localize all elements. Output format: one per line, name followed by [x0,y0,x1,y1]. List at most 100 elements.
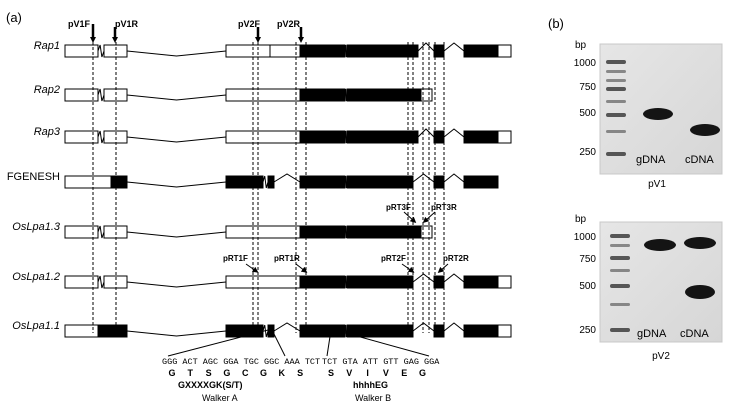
coding-exon [346,275,414,289]
gene-models [64,42,512,338]
coding-exon [433,44,445,58]
walker-b-motif: hhhhEG [353,380,388,390]
gene-model-rap3 [64,128,512,144]
ladder-250: 250 [579,147,596,158]
intron [417,128,435,138]
coding-exon [463,44,499,58]
utr-exon [497,275,512,289]
coding-exon [463,275,499,289]
gene-label-oslpa1-2: OsLpa1.2 [12,271,60,283]
utr-exon [64,44,99,58]
coding-exon [299,324,346,338]
gene-model-rap1 [64,42,512,58]
intron [126,281,227,288]
coding-exon [110,324,128,338]
gene-label-rap3: Rap3 [34,126,61,138]
top-primers: pV1F pV1R pV2F pV2R [68,19,304,43]
ladder-500: 500 [579,108,596,119]
utr-exon [64,225,99,239]
arrow-prt3f [403,211,417,224]
primer-pv1f: pV1F [68,19,91,29]
utr-exon [225,275,301,289]
coding-exon [413,44,419,58]
gel-pv2-ladder-bands [610,234,630,332]
coding-exon [346,324,414,338]
gene-labels: Rap1 Rap2 Rap3 FGENESH OsLpa1.3 OsLpa1.2… [7,40,61,332]
primer-pv2f: pV2F [238,19,261,29]
gene-label-fgenesh: FGENESH [7,171,60,183]
intron [417,42,435,52]
gel-pv2-ladder-labels: 1000 750 500 250 [574,232,597,336]
amino-acid: S [297,368,303,378]
utr-exon [497,44,512,58]
coding-exon [225,324,264,338]
gel-pv2-cdna-band-upper [684,237,716,249]
gel-pv1-caption: pV1 [648,179,666,190]
intron [97,130,105,144]
utr-exon [225,225,301,239]
coding-exon [346,44,414,58]
amino-acid: G [223,368,230,378]
coding-exon [463,324,499,338]
gel-pv1: bp 1000 750 500 250 gDNA cDNA pV1 [574,40,723,190]
gene-label-rap2: Rap2 [34,84,60,96]
gel-pv2-cdna-band-lower [685,285,715,299]
intron [126,94,227,101]
arrow-prt1f [245,263,259,273]
gel-pv1-lane-cdna: cDNA [685,154,714,166]
panel-b-label: (b) [548,16,564,31]
intron [443,128,465,138]
intron [443,322,465,332]
intron [97,225,105,239]
coding-exon [299,88,346,102]
intron [126,231,227,238]
coding-exon [299,275,346,289]
primer-prt2r: pRT2R [443,254,469,263]
arrow-prt1r [295,263,308,273]
intron [443,173,465,183]
gel-pv2: bp 1000 750 500 250 gDNA cDNA pV2 [574,214,723,362]
primer-prt2f: pRT2F [381,254,406,263]
intron [262,175,269,189]
amino-acid: I [366,368,369,378]
utr-exon [225,88,301,102]
gene-label-oslpa1-1: OsLpa1.1 [12,320,60,332]
amino-acid: G [419,368,426,378]
panel-a-label: (a) [6,10,22,25]
amino-acid: E [401,368,407,378]
ladder-750: 750 [579,254,596,265]
gel-pv2-lane-cdna: cDNA [680,328,709,340]
amino-acid: V [346,368,352,378]
gel-pv2-gdna-band [644,239,676,251]
primer-prt1f: pRT1F [223,254,248,263]
intron [126,136,227,143]
coding-exon [299,130,346,144]
intron [126,50,227,57]
coding-exon [413,130,419,144]
arrow-prt2r [437,263,449,273]
intron [126,181,227,188]
walker-a-nucleotides: GGG ACT AGC GGA TGC GGC AAA TCT [162,357,320,367]
utr-exon [225,130,301,144]
amino-acid: V [383,368,389,378]
alignment-guides [92,42,445,333]
gel-pv1-lane-gdna: gDNA [636,154,666,166]
gel-pv1-unit: bp [575,40,587,51]
coding-exon [413,225,422,239]
amino-acid: S [328,368,334,378]
coding-exon [299,175,346,189]
coding-exon [110,175,128,189]
walker-b-nucleotides: TCT GTA ATT GTT GAG GGA [322,357,440,367]
walker-b-label: Walker B [355,393,391,403]
coding-exon [346,130,414,144]
utr-exon [103,44,128,58]
coding-exon [267,175,275,189]
gel-pv2-unit: bp [575,214,587,225]
amino-acid: G [168,368,175,378]
gel-pv2-caption: pV2 [652,351,670,362]
utr-exon [269,44,301,58]
primer-prt3r: pRT3R [431,203,457,212]
gel-pv1-ladder-bands [606,60,626,156]
